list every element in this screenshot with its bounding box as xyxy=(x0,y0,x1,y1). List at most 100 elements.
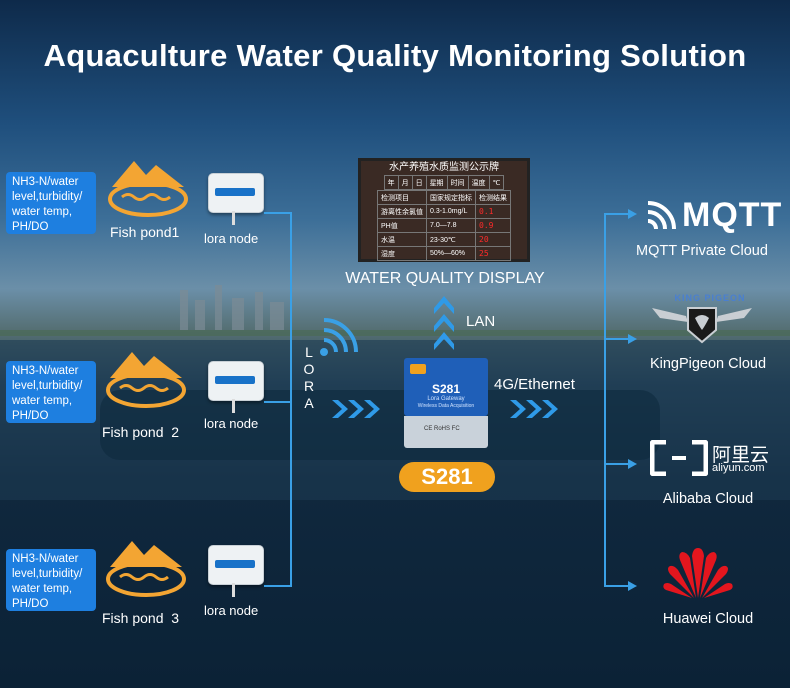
display-value: 25 xyxy=(475,246,511,261)
connector-line xyxy=(290,212,292,587)
display-cell: 温度 xyxy=(467,175,490,190)
uplink-label: 4G/Ethernet xyxy=(494,376,575,393)
gateway-body: CE RoHS FC xyxy=(404,416,488,448)
display-value: 0.1 xyxy=(475,204,511,219)
aliyun-logo-icon xyxy=(650,440,708,476)
pond-label-1: Fish pond1 xyxy=(110,224,180,240)
display-row: 游离性余氯值 0.3-1.0mg/L 0.1 xyxy=(377,204,511,219)
sensor-line: water temp, xyxy=(12,583,73,595)
connector-line xyxy=(604,338,634,340)
cloud-label-alibaba: Alibaba Cloud xyxy=(662,491,754,507)
connector-line xyxy=(264,212,292,214)
display-cell: 星期 xyxy=(425,175,448,190)
lora-node-device xyxy=(208,361,264,401)
connector-line xyxy=(604,463,634,465)
display-row: 湿度 50%—60% 25 xyxy=(377,246,511,261)
kingpigeon-logo-text: KING PIGEON xyxy=(674,293,746,303)
arrowhead-icon xyxy=(628,209,637,219)
gateway-marks: CE RoHS FC xyxy=(424,426,460,432)
fish-pond-icon xyxy=(106,541,186,597)
kingpigeon-logo-icon xyxy=(652,307,752,344)
aliyun-logo-en: aliyun.com xyxy=(712,462,765,474)
display-col-header: 检测结果 xyxy=(475,190,511,205)
display-cell: 游离性余氯值 xyxy=(377,204,427,219)
cloud-label-huawei: Huawei Cloud xyxy=(662,611,754,627)
sensor-line: water temp, xyxy=(12,395,73,407)
display-cell: 日 xyxy=(411,175,427,190)
sensor-line: level,turbidity/ xyxy=(12,191,83,203)
chevrons-right-icon xyxy=(332,400,380,418)
lan-label: LAN xyxy=(466,313,496,330)
display-cell: 50%—60% xyxy=(426,246,476,261)
lora-node-device xyxy=(208,545,264,585)
display-date-row: 年 月 日 星期 时间 温度 ℃ xyxy=(383,175,505,190)
chevrons-up-icon xyxy=(434,296,454,350)
display-col-header: 国家规定指标 xyxy=(426,190,476,205)
lora-letter: O xyxy=(303,361,315,377)
sensor-params-box-1: NH3-N/water level,turbidity/ water temp,… xyxy=(6,172,96,234)
gateway-model: S281 xyxy=(431,382,461,396)
node-antenna xyxy=(232,583,235,597)
cloud-label-kingpigeon: KingPigeon Cloud xyxy=(649,356,767,372)
lora-letter: L xyxy=(305,344,313,360)
gateway-logo-icon xyxy=(410,364,426,374)
display-value: 0.9 xyxy=(475,218,511,233)
sensor-line: level,turbidity/ xyxy=(12,380,83,392)
mqtt-logo-text: MQTT xyxy=(682,196,783,234)
display-cell: 7.0—7.8 xyxy=(426,218,476,233)
sensor-line: water temp, xyxy=(12,206,73,218)
s281-gateway-device: S281 Lora Gateway Wireless Data Acquisit… xyxy=(402,358,490,450)
huawei-logo-icon xyxy=(663,548,733,598)
cloud-label-mqtt: MQTT Private Cloud xyxy=(636,243,768,259)
lora-node-label-1: lora node xyxy=(204,231,259,246)
sensor-line: NH3-N/water xyxy=(12,176,79,188)
display-cell: 年 xyxy=(383,175,399,190)
wireless-signal-icon xyxy=(320,318,358,356)
page-title: Aquaculture Water Quality Monitoring Sol… xyxy=(43,38,747,73)
display-table: 年 月 日 星期 时间 温度 ℃ xyxy=(383,175,505,190)
lora-node-device xyxy=(208,173,264,213)
connector-line xyxy=(264,401,292,403)
arrowhead-icon xyxy=(628,459,637,469)
node-antenna xyxy=(232,399,235,413)
gateway-sub1: Lora Gateway xyxy=(427,396,465,402)
display-value: 20 xyxy=(475,232,511,247)
display-cell: ℃ xyxy=(488,175,505,190)
water-quality-display-board: 水产养殖水质监测公示牌 年 月 日 星期 时间 温度 ℃ 检测项目 国家规定指标… xyxy=(358,158,530,262)
display-cell: PH值 xyxy=(377,218,427,233)
display-header-row: 检测项目 国家规定指标 检测结果 xyxy=(377,190,511,205)
display-caption: WATER QUALITY DISPLAY xyxy=(345,270,545,287)
sensor-line: level,turbidity/ xyxy=(12,568,83,580)
pond-label-3: Fish pond 3 xyxy=(102,610,180,626)
arrowhead-icon xyxy=(628,334,637,344)
lora-node-label-2: lora node xyxy=(204,416,259,431)
connector-line xyxy=(264,585,292,587)
display-row: PH值 7.0—7.8 0.9 xyxy=(377,218,511,233)
connector-line xyxy=(604,213,634,215)
fish-pond-icon xyxy=(108,161,188,217)
lora-label: L O R A xyxy=(302,344,316,412)
gateway-sub2: Wireless Data Acquisition xyxy=(417,403,475,409)
display-header: 水产养殖水质监测公示牌 xyxy=(389,162,499,173)
sensor-line: NH3-N/water xyxy=(12,553,79,565)
pond-label-2: Fish pond 2 xyxy=(102,424,180,440)
aliyun-logo-cn: 阿里云 xyxy=(712,445,770,466)
arrowhead-icon xyxy=(628,581,637,591)
display-row: 水温 23-30℃ 20 xyxy=(377,232,511,247)
sensor-line: PH/DO xyxy=(12,598,49,610)
chevrons-right-icon xyxy=(510,400,558,418)
sensor-line: NH3-N/water xyxy=(12,365,79,377)
gateway-front-panel: S281 Lora Gateway Wireless Data Acquisit… xyxy=(404,358,488,416)
display-cell: 湿度 xyxy=(377,246,427,261)
sensor-line: PH/DO xyxy=(12,221,49,233)
lora-letter: A xyxy=(304,395,314,411)
node-antenna xyxy=(232,211,235,225)
display-cell: 0.3-1.0mg/L xyxy=(426,204,476,219)
sensor-params-box-3: NH3-N/water level,turbidity/ water temp,… xyxy=(6,549,96,611)
gateway-badge: S281 xyxy=(399,462,495,492)
display-cell: 23-30℃ xyxy=(426,232,476,247)
display-col-header: 检测项目 xyxy=(377,190,427,205)
connector-line xyxy=(604,213,606,586)
fish-pond-icon xyxy=(106,352,186,408)
display-cell: 月 xyxy=(397,175,413,190)
